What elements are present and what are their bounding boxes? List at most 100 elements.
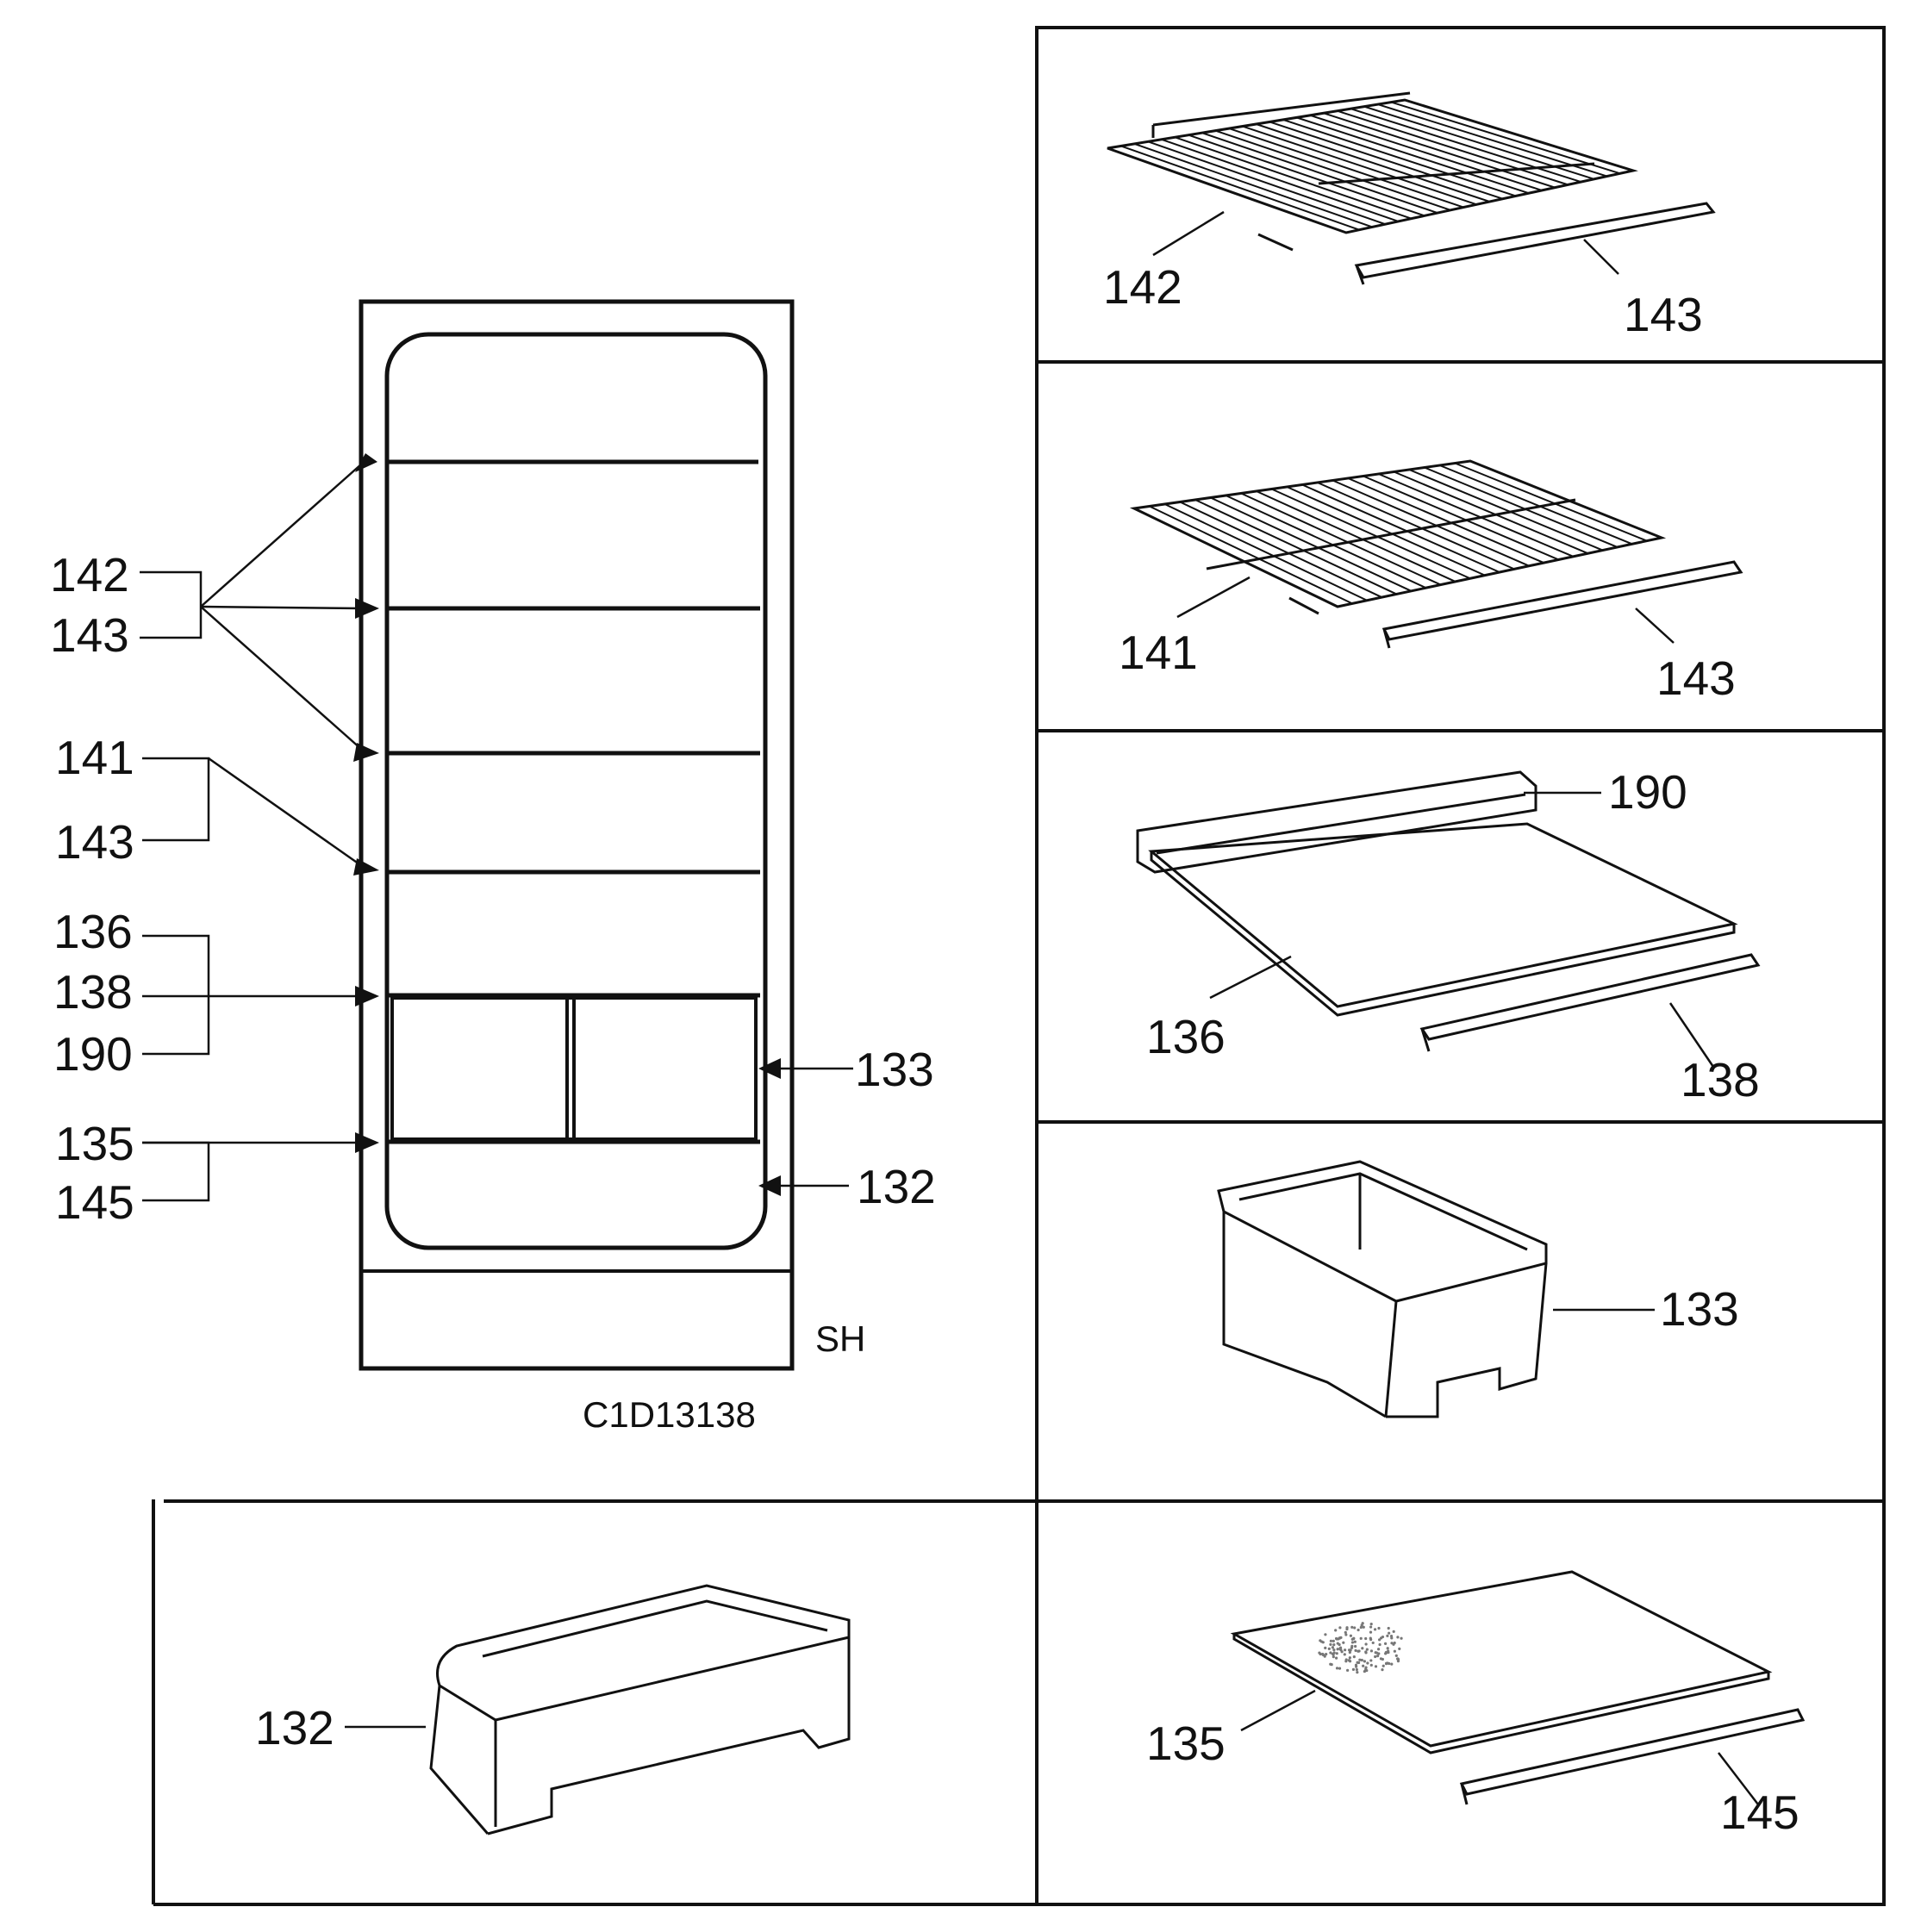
glass-texture-dot (1390, 1642, 1394, 1645)
shelf-141-wire-bar (1332, 479, 1530, 567)
glass-texture-dot (1374, 1655, 1377, 1659)
glass-texture-dot (1353, 1640, 1357, 1643)
label-145: 145 (55, 1175, 134, 1229)
glass-136-edge (1150, 851, 1736, 1017)
cabinet-outer (359, 299, 795, 1371)
wire-shelf-141 (1129, 459, 1667, 615)
glass-texture-dot (1356, 1670, 1359, 1674)
glass-texture-dot (1364, 1666, 1368, 1669)
panel-label-143-a: 143 (1624, 288, 1703, 341)
glass-texture-dot (1347, 1659, 1350, 1662)
shelf-142-outline (1107, 98, 1638, 234)
shelf-141-wire-bar (1301, 483, 1500, 573)
glass-texture-dot (1330, 1663, 1333, 1667)
glass-texture-dot (1361, 1622, 1364, 1625)
arrow-133 (758, 1058, 781, 1079)
crisper-drawer-133 (1217, 1160, 1548, 1418)
shelf-141-wire-bar (1164, 503, 1368, 601)
glass-texture-dot (1369, 1623, 1373, 1626)
glass-texture-dot (1357, 1628, 1360, 1632)
glass-texture-dot (1369, 1625, 1373, 1629)
shelf-141-wire-bar (1225, 495, 1426, 589)
glass-texture-dot (1338, 1647, 1342, 1651)
glass-texture-dot (1396, 1636, 1400, 1639)
glass-texture-dot (1394, 1654, 1398, 1658)
leader-141 (208, 757, 363, 868)
shelf-142-wire-bar (1256, 123, 1490, 203)
glass-texture-dot (1376, 1655, 1380, 1658)
leader-panel-136 (1209, 955, 1292, 1000)
shelf-142-wire-bar (1350, 108, 1581, 184)
profile-190 (1136, 770, 1537, 874)
shelf-141-wire-bar (1256, 490, 1456, 583)
shelf-141-hook (1288, 596, 1319, 615)
glass-texture-dot (1396, 1657, 1400, 1661)
glass-texture-dot (1387, 1626, 1390, 1630)
rail-143-a (1354, 202, 1716, 285)
shelf-141-wire-bar (1408, 469, 1604, 552)
glass-texture-dot (1365, 1648, 1369, 1651)
glass-texture-dot (1362, 1664, 1365, 1667)
shelf-141-wire-bar (1393, 471, 1588, 555)
glass-texture-dot (1355, 1665, 1358, 1668)
glass-texture-dot (1356, 1661, 1359, 1664)
glass-texture-dot (1373, 1628, 1377, 1631)
glass-texture-dot (1369, 1663, 1373, 1667)
glass-texture-dot (1332, 1639, 1335, 1642)
panel-label-135: 135 (1146, 1717, 1226, 1770)
crisper-front-edge (1384, 1300, 1398, 1418)
leader-panel-135 (1240, 1689, 1316, 1732)
shelf-142-wire-bar (1363, 105, 1594, 180)
glass-texture-dot (1389, 1634, 1394, 1638)
glass-texture-dot (1364, 1642, 1368, 1646)
bracket-142-143 (140, 570, 203, 639)
glass-texture-dot (1332, 1648, 1336, 1652)
glass-texture-dot (1352, 1636, 1356, 1640)
glass-texture-dot (1362, 1625, 1365, 1629)
cover-glass-135 (1230, 1570, 1806, 1805)
glass-texture-dot (1371, 1641, 1375, 1645)
profile-190-groove (1156, 793, 1526, 855)
shelf-142-wire-bar (1188, 134, 1425, 217)
glass-texture-dot (1385, 1661, 1388, 1665)
glass-texture-dot (1387, 1649, 1390, 1653)
panel-label-142: 142 (1103, 260, 1182, 314)
crisper-inner-rim (1238, 1172, 1528, 1251)
shelf-141-wire-bar (1378, 473, 1574, 558)
shelf-142-back-bar (1152, 91, 1411, 127)
glass-texture-dot (1329, 1651, 1332, 1655)
glass-texture-dot (1318, 1651, 1321, 1655)
rail-145-body (1459, 1708, 1806, 1796)
glass-texture-dot (1334, 1636, 1338, 1641)
glass-texture-dot (1392, 1630, 1395, 1633)
glass-texture-dot (1354, 1648, 1357, 1652)
glass-texture-dot (1369, 1636, 1372, 1640)
shelf-142-wire-bar (1269, 121, 1503, 200)
glass-texture-dot (1360, 1658, 1363, 1662)
leader-panel-145 (1718, 1752, 1759, 1805)
glass-texture-dot (1335, 1656, 1338, 1660)
glass-texture-dot (1343, 1653, 1346, 1656)
glass-texture-dot (1339, 1636, 1343, 1639)
rail-143-b-end (1382, 628, 1391, 649)
side-mark: SH (815, 1318, 865, 1359)
panel2-leaders (1176, 576, 1675, 644)
glass-texture-dot (1363, 1669, 1366, 1673)
panel-label-138: 138 (1681, 1053, 1760, 1106)
shelf-141-wire-bar (1439, 464, 1633, 545)
glass-texture-dot (1386, 1634, 1389, 1637)
glass-texture-dot (1327, 1647, 1331, 1650)
shelf-142-wire-bar (1120, 145, 1360, 231)
shelf-141-wire-bar (1271, 488, 1471, 580)
label-142: 142 (50, 548, 129, 601)
leader-panel-143-a (1583, 239, 1619, 275)
rail-143-a-body (1354, 202, 1716, 279)
glass-texture-dot (1396, 1659, 1400, 1663)
glass-texture-dot (1324, 1633, 1327, 1636)
glass-texture-dot (1346, 1668, 1350, 1672)
rail-145-end (1460, 1783, 1469, 1805)
rail-138-end (1420, 1028, 1431, 1052)
bracket-135-145 (142, 1141, 210, 1202)
shelf-141-wires (1149, 462, 1648, 605)
shelf-141-wire-bar (1240, 492, 1442, 586)
